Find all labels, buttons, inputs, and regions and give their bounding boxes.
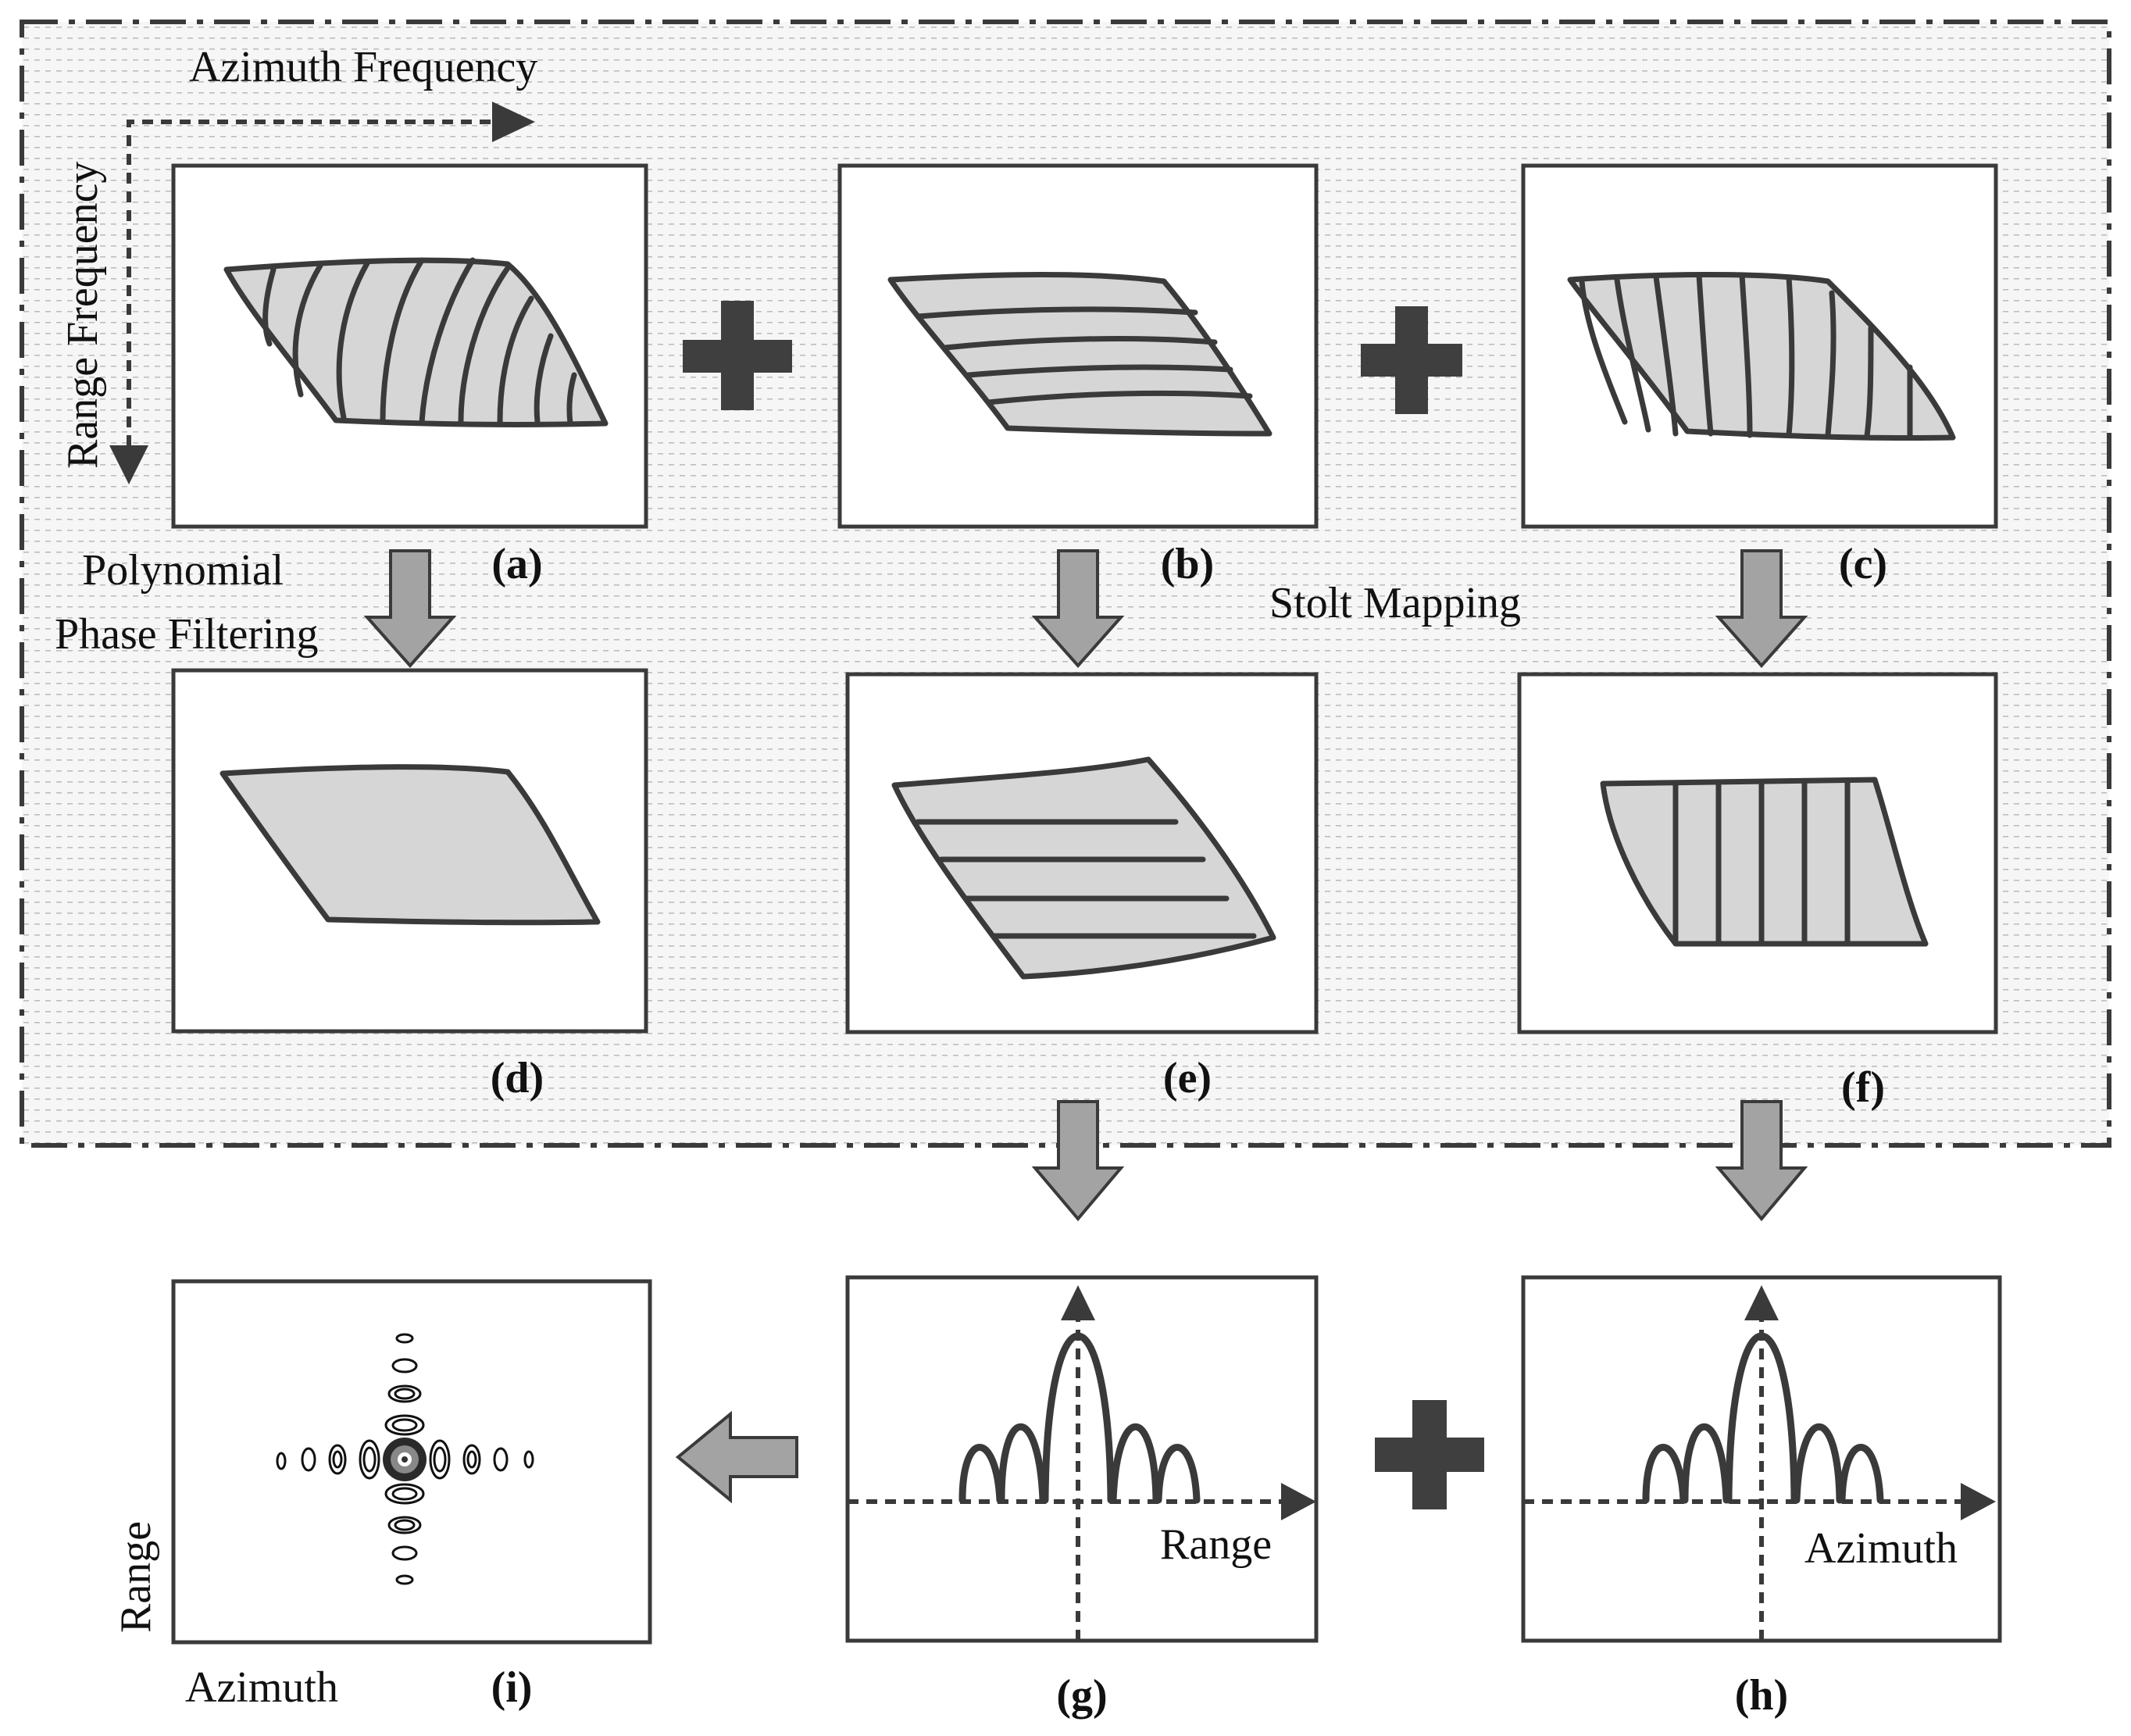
mapped-region-e bbox=[891, 756, 1276, 980]
panel-g-caption: (g) bbox=[1056, 1671, 1107, 1720]
panel-b bbox=[837, 163, 1319, 529]
polynomial-label: Polynomial bbox=[82, 546, 284, 595]
plus-icon bbox=[683, 301, 792, 410]
sidelobe bbox=[1155, 1444, 1201, 1504]
panel-e bbox=[845, 672, 1319, 1034]
azimuth-frequency-label: Azimuth Frequency bbox=[189, 43, 537, 91]
down-arrow-icon bbox=[363, 549, 457, 669]
azimuth-x-label: Azimuth bbox=[185, 1663, 338, 1712]
azimuth-axis-label: Azimuth bbox=[1804, 1524, 1958, 1573]
filtered-region-d bbox=[220, 764, 601, 926]
azimuth-axis-arrowhead bbox=[1961, 1483, 1996, 1520]
plus-icon bbox=[1361, 306, 1462, 414]
down-arrow-icon bbox=[1715, 549, 1808, 669]
panel-c-caption: (c) bbox=[1839, 540, 1887, 588]
azimuth-frequency-arrowhead bbox=[492, 102, 535, 142]
range-y-label: Range bbox=[112, 1521, 160, 1633]
panel-f-caption: (f) bbox=[1841, 1063, 1885, 1112]
panel-g bbox=[845, 1275, 1319, 1643]
sidelobe bbox=[1109, 1423, 1160, 1504]
down-arrow-icon bbox=[1715, 1100, 1808, 1222]
panel-h-caption: (h) bbox=[1735, 1671, 1788, 1720]
panel-a-caption: (a) bbox=[491, 540, 542, 588]
sidelobe bbox=[1838, 1444, 1884, 1504]
phase-filtering-label: Phase Filtering bbox=[55, 610, 319, 659]
range-axis-arrowhead bbox=[1281, 1483, 1316, 1520]
spectrum-region-a bbox=[223, 257, 609, 427]
focused-point-target bbox=[276, 1333, 534, 1585]
panel-i bbox=[171, 1279, 652, 1645]
panel-h bbox=[1521, 1275, 2002, 1643]
sidelobe bbox=[1793, 1423, 1844, 1504]
panel-d bbox=[171, 668, 648, 1034]
panel-i-caption: (i) bbox=[491, 1663, 533, 1712]
range-frequency-arrowhead bbox=[109, 445, 148, 484]
panel-e-caption: (e) bbox=[1163, 1054, 1212, 1102]
down-arrow-icon bbox=[1031, 549, 1125, 669]
sidelobe bbox=[1681, 1423, 1730, 1504]
left-arrow-icon bbox=[675, 1410, 798, 1504]
panel-d-caption: (d) bbox=[491, 1054, 544, 1102]
plus-icon bbox=[1375, 1400, 1484, 1509]
sidelobe bbox=[958, 1444, 1004, 1504]
down-arrow-icon bbox=[1031, 1100, 1125, 1222]
mainlobe bbox=[1725, 1332, 1798, 1504]
sidelobe bbox=[998, 1423, 1047, 1504]
spectrum-region-c bbox=[1567, 272, 1956, 441]
panel-b-caption: (b) bbox=[1161, 540, 1214, 588]
vertical-axis-arrowhead bbox=[1061, 1285, 1095, 1320]
vertical-axis-arrowhead bbox=[1744, 1285, 1779, 1320]
stolt-mapping-label: Stolt Mapping bbox=[1269, 579, 1521, 627]
frequency-axes bbox=[109, 102, 535, 484]
sidelobe bbox=[1642, 1444, 1687, 1504]
panel-a bbox=[171, 163, 648, 529]
range-axis-label: Range bbox=[1160, 1520, 1272, 1569]
range-frequency-label: Range Frequency bbox=[59, 162, 107, 469]
mainlobe bbox=[1041, 1332, 1115, 1504]
panel-c bbox=[1521, 163, 1998, 529]
panel-f bbox=[1517, 672, 1998, 1034]
